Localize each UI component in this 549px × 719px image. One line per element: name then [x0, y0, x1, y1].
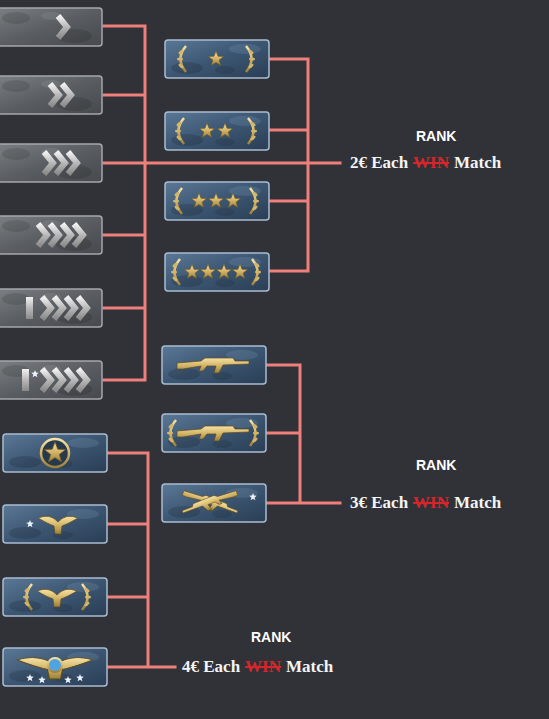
- rank-note: RANK: [416, 127, 456, 145]
- price-text: 3€ Each: [350, 492, 408, 514]
- price-line: 2€ EachWINMatch: [350, 152, 501, 174]
- ak-badge: [162, 346, 266, 384]
- ak-badges: [162, 346, 266, 522]
- price-text: Match: [454, 152, 501, 174]
- price-text: Match: [286, 656, 333, 678]
- ak-badge: [162, 484, 266, 522]
- elite-badge: [3, 578, 107, 616]
- elite-badge: [3, 505, 107, 543]
- elite-badge: [3, 648, 107, 686]
- struck-word: WIN: [245, 656, 281, 678]
- elite-badge: [3, 434, 107, 472]
- ak-wire: [265, 365, 340, 503]
- nova-badge: [165, 182, 269, 220]
- nova-badges: [165, 40, 269, 291]
- elite-badges: [3, 434, 107, 686]
- nova-badge: [165, 40, 269, 78]
- nova-wire: [268, 59, 308, 271]
- silver-badge: [0, 144, 102, 182]
- price-text: 4€ Each: [182, 656, 240, 678]
- silver-badge: [0, 76, 102, 114]
- price-text: 2€ Each: [350, 152, 408, 174]
- rank-note: RANK: [416, 456, 456, 474]
- silver-badge: [0, 361, 102, 399]
- nova-badge: [165, 253, 269, 291]
- price-text: Match: [454, 492, 501, 514]
- price-line: 4€ EachWINMatch: [182, 656, 333, 678]
- connector-wires: [104, 26, 340, 667]
- nova-badge: [165, 112, 269, 150]
- struck-word: WIN: [413, 492, 449, 514]
- struck-word: WIN: [413, 152, 449, 174]
- silver-badge: [0, 8, 102, 46]
- silver-badge: [0, 289, 102, 327]
- silver-wire: [104, 26, 340, 380]
- ak-badge: [162, 414, 266, 452]
- silver-badges: [0, 8, 102, 399]
- rank-note: RANK: [251, 628, 291, 646]
- price-line: 3€ EachWINMatch: [350, 492, 501, 514]
- silver-badge: [0, 216, 102, 254]
